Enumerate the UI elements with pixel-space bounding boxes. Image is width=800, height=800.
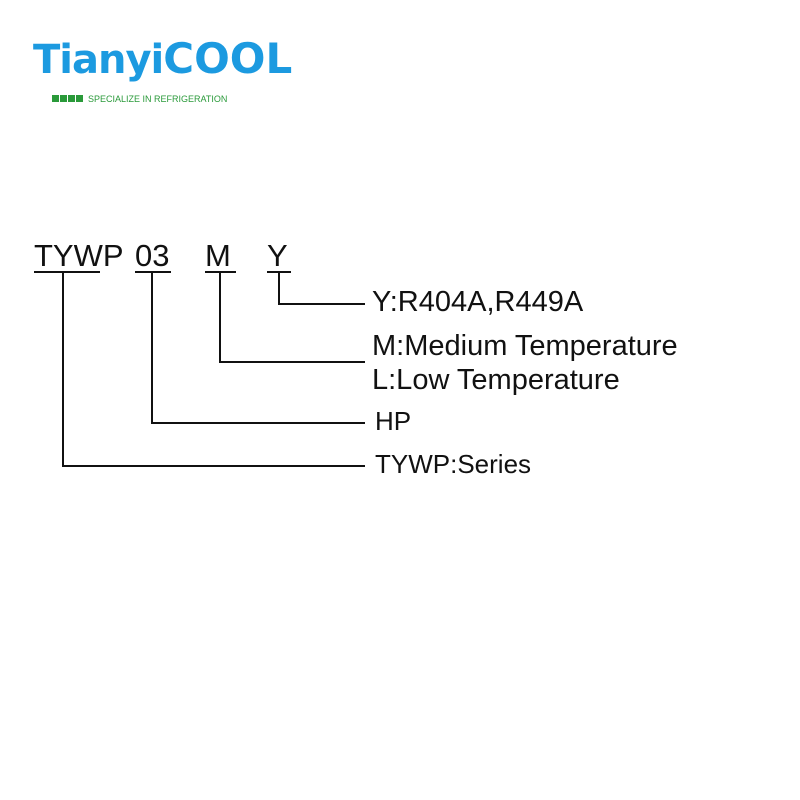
- tagline-text: SPECIALIZE IN REFRIGERATION: [88, 94, 228, 104]
- tagline-squares-icon: [52, 94, 84, 104]
- code-hp: 03: [135, 238, 170, 273]
- legend-series: TYWP:Series: [375, 449, 532, 479]
- leader-temp: [219, 272, 365, 363]
- logo-text-cool: COOL: [163, 34, 293, 83]
- brand-logo: TianyiCOOL: [33, 37, 292, 83]
- code-temp: M: [205, 238, 231, 273]
- legend-hp: HP: [375, 406, 412, 436]
- legend-temp-medium: M:Medium Temperature: [372, 330, 678, 362]
- leader-refrigerant: [278, 272, 365, 305]
- logo-tagline: SPECIALIZE IN REFRIGERATION: [52, 94, 227, 104]
- legend-temp-low: L:Low Temperature: [372, 364, 620, 396]
- leader-series: [62, 272, 365, 467]
- code-refrigerant: Y: [267, 238, 288, 273]
- logo-text-tianyi: Tianyi: [33, 37, 164, 83]
- code-series: TYWP: [34, 238, 124, 273]
- legend-refrigerant: Y:R404A,R449A: [372, 286, 584, 318]
- leader-hp: [151, 272, 365, 424]
